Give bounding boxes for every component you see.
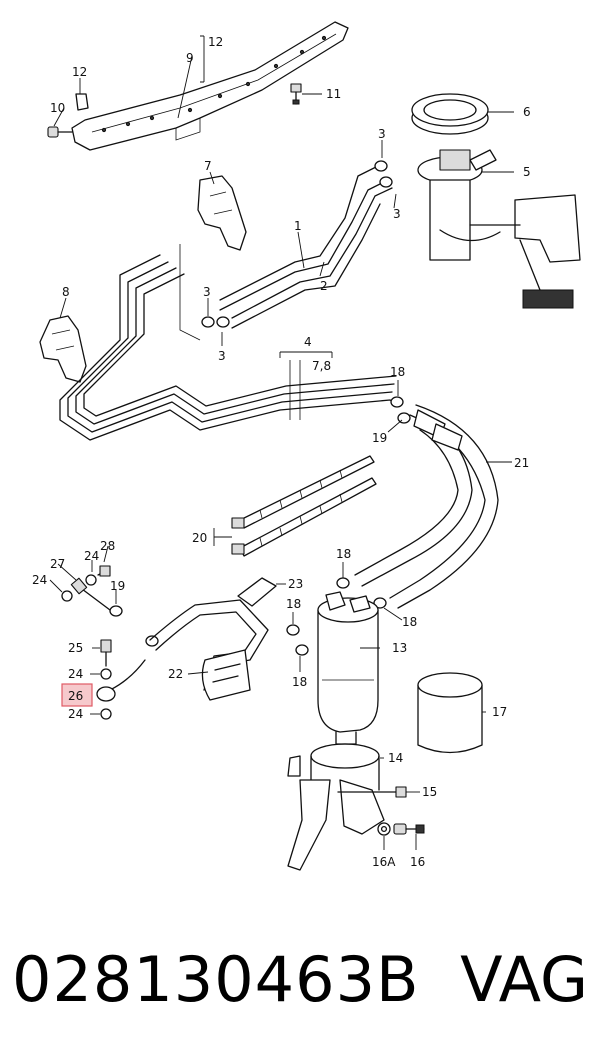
label-9: 9	[186, 51, 194, 65]
fittings-24-28	[61, 565, 146, 720]
label-18-b: 18	[336, 547, 351, 561]
fuel-system-exploded-diagram: 12 9 12 11 10 6 5 7 3 3 1 2 8 3 3 4 7,8 …	[32, 21, 581, 871]
part-number: 028130463B	[12, 943, 420, 1016]
label-1: 1	[294, 219, 302, 233]
label-3-a: 3	[378, 127, 386, 141]
label-19-b: 19	[110, 579, 125, 593]
hose-22	[149, 599, 269, 701]
label-24-a: 24	[84, 549, 99, 563]
locking-ring-6	[411, 93, 489, 135]
label-24-d: 24	[68, 707, 83, 721]
label-18-a: 18	[390, 365, 405, 379]
bolt-11	[290, 83, 302, 105]
label-19-a: 19	[372, 431, 387, 445]
label-3-c: 3	[203, 285, 211, 299]
fuel-pipe-frame-4	[59, 244, 401, 441]
label-11: 11	[326, 87, 341, 101]
label-14: 14	[388, 751, 403, 765]
fuel-sender-unit-5	[417, 149, 581, 309]
label-2: 2	[320, 279, 328, 293]
mounting-rail	[71, 21, 349, 151]
footer: 028130463B VAG	[0, 930, 600, 1030]
bolt-16	[393, 823, 425, 835]
washer-16a	[377, 822, 391, 836]
grommet-23	[237, 577, 277, 607]
label-23: 23	[288, 577, 303, 591]
fuel-lines-1-2	[219, 165, 393, 329]
label-18-e: 18	[292, 675, 307, 689]
label-6: 6	[523, 105, 531, 119]
clip-12	[75, 93, 89, 111]
label-17: 17	[492, 705, 507, 719]
label-5: 5	[523, 165, 531, 179]
brand-name: VAG	[460, 943, 588, 1016]
holder-8	[39, 315, 87, 383]
label-26[interactable]: 26	[68, 689, 83, 703]
label-15: 15	[422, 785, 437, 799]
label-27: 27	[50, 557, 65, 571]
label-24-c: 24	[68, 667, 83, 681]
bolt-10	[47, 126, 73, 138]
filter-cartridge-17	[417, 672, 483, 754]
label-10: 10	[50, 101, 65, 115]
label-16a: 16A	[372, 855, 396, 869]
leader-lines	[49, 35, 514, 850]
label-24-b: 24	[32, 573, 47, 587]
filter-bracket-14	[287, 743, 385, 871]
cable-ties-20	[231, 455, 377, 557]
label-21: 21	[514, 456, 529, 470]
label-20: 20	[192, 531, 207, 545]
label-7-8: 7,8	[312, 359, 331, 373]
label-3-b: 3	[393, 207, 401, 221]
fuel-filter-13	[317, 591, 379, 745]
label-22: 22	[168, 667, 183, 681]
label-4: 4	[304, 335, 312, 349]
label-13: 13	[392, 641, 407, 655]
label-28: 28	[100, 539, 115, 553]
label-18-d: 18	[402, 615, 417, 629]
label-25: 25	[68, 641, 83, 655]
callout-labels: 12 9 12 11 10 6 5 7 3 3 1 2 8 3 3 4 7,8 …	[32, 35, 531, 869]
label-3-d: 3	[218, 349, 226, 363]
label-8: 8	[62, 285, 70, 299]
label-12: 12	[72, 65, 87, 79]
highlighted-part-26[interactable]	[61, 683, 116, 707]
hose-clamps	[109, 160, 411, 656]
label-12-top: 12	[208, 35, 223, 49]
hoses-21	[354, 404, 499, 609]
label-16: 16	[410, 855, 425, 869]
label-18-c: 18	[286, 597, 301, 611]
holder-7	[197, 175, 247, 251]
label-7: 7	[204, 159, 212, 173]
